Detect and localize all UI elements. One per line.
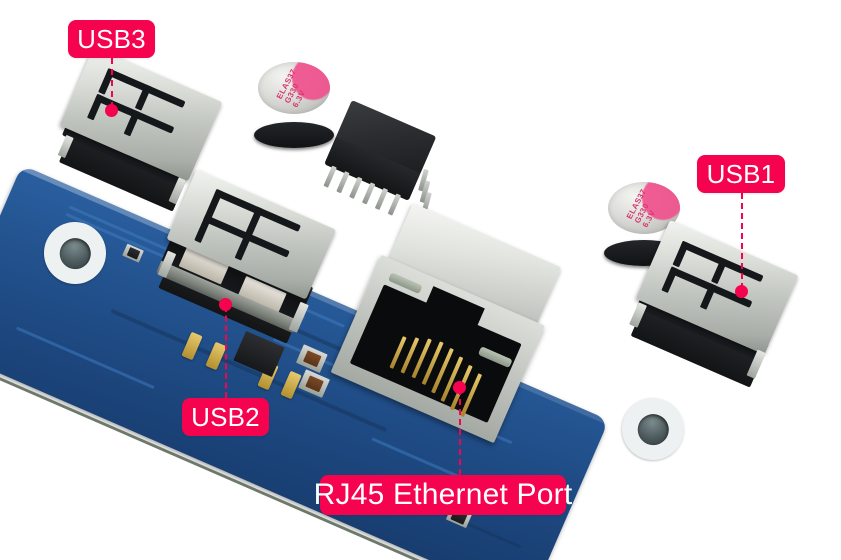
mount-hole-right (612, 388, 694, 470)
magnetics-pin (374, 187, 389, 211)
magnetics-pin (349, 176, 363, 199)
callout-dot-rj45 (453, 381, 466, 394)
capacitor-base (254, 122, 334, 148)
magnetics-pin (323, 165, 337, 188)
callout-label-usb2[interactable]: USB2 (182, 398, 269, 436)
callout-dot-usb3 (105, 104, 118, 117)
callout-dot-usb2 (219, 298, 232, 311)
callout-dot-usb1 (735, 285, 748, 298)
capacitor-polarity-band (642, 182, 680, 220)
callout-leader-usb2 (225, 306, 227, 398)
usb1-shell-prong (661, 266, 679, 294)
usb1-shell-prong (672, 240, 690, 268)
callout-label-usb3[interactable]: USB3 (68, 20, 155, 58)
callout-label-usb1[interactable]: USB1 (697, 155, 785, 193)
callout-leader-rj45 (459, 389, 461, 475)
usb2-shell-prong (194, 214, 212, 244)
callout-leader-usb3 (111, 58, 113, 108)
capacitor-polarity-band (292, 62, 330, 100)
usb3-shell-prong (86, 93, 104, 121)
callout-label-rj45[interactable]: RJ45 Ethernet Port (314, 475, 572, 515)
capacitor-top (258, 62, 330, 114)
callout-leader-usb1 (741, 193, 743, 289)
magnetics-pin (361, 182, 376, 205)
magnetics-pin (336, 171, 350, 194)
